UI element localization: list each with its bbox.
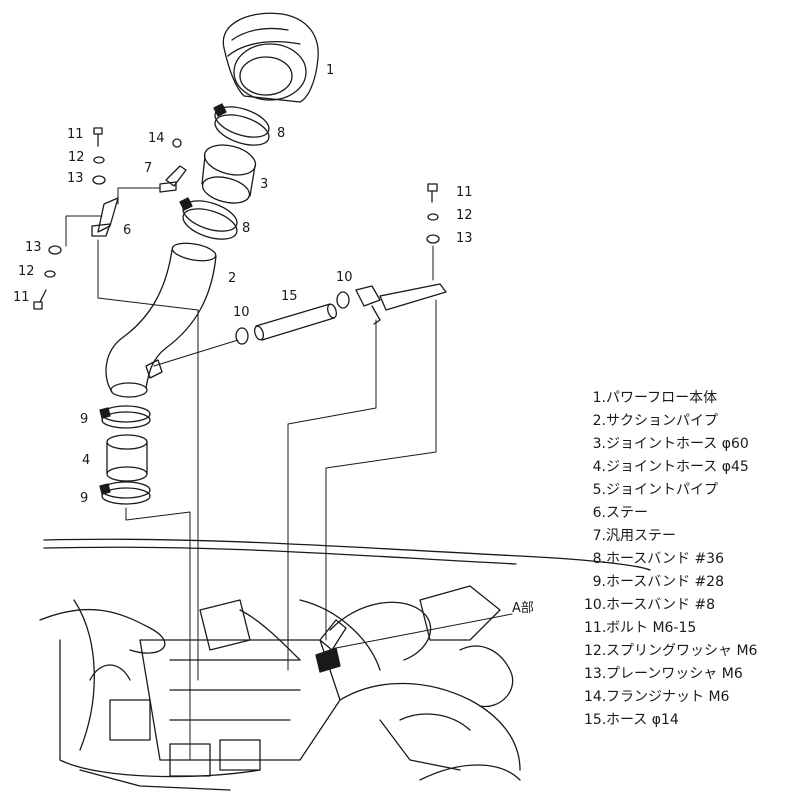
parts-list-number: 7. — [592, 528, 606, 544]
hose-band-28-upper — [99, 405, 151, 429]
parts-list-number: 1. — [592, 390, 606, 406]
callout-12-left: 12 — [18, 264, 35, 279]
callout-11-right: 11 — [456, 185, 473, 200]
generic-stay — [159, 138, 187, 193]
hose-band-36-upper — [213, 103, 270, 146]
parts-list-name: ステー — [606, 505, 648, 521]
parts-list-item: 7.汎用ステー — [584, 525, 798, 548]
spring-washer-left — [44, 270, 56, 278]
callout-1: 1 — [326, 63, 334, 78]
parts-list-number: 12. — [584, 643, 607, 659]
callout-13-left: 13 — [25, 240, 42, 255]
parts-list-name: ホースバンド #8 — [606, 597, 716, 613]
parts-list-number: 8. — [592, 551, 606, 567]
parts-list-number: 10. — [584, 597, 607, 613]
bolt-right — [427, 183, 438, 203]
callout-labels: 1 8 3 8 2 11 12 13 14 7 6 13 12 11 11 12… — [13, 63, 534, 616]
bolt-left-top — [93, 127, 103, 147]
parts-list-number: 9. — [592, 574, 606, 590]
callout-11-left: 11 — [13, 290, 30, 305]
callout-9-upper: 9 — [80, 412, 88, 427]
parts-list-name: 汎用ステー — [606, 528, 676, 544]
parts-list-name: ホース φ14 — [606, 712, 679, 728]
parts-list-name: サクションパイプ — [606, 413, 718, 429]
joint-hose-60 — [201, 144, 257, 204]
parts-list-item: 5.ジョイントパイプ — [584, 479, 798, 502]
parts-list-number: 5. — [592, 482, 606, 498]
callout-10-right: 10 — [336, 270, 353, 285]
engine-bay — [39, 538, 651, 791]
parts-list-item: 12.スプリングワッシャ M6 — [584, 640, 798, 663]
suction-pipe — [105, 242, 217, 398]
parts-list-number: 14. — [584, 689, 607, 705]
joint-hose-45 — [106, 434, 148, 482]
callout-7: 7 — [144, 161, 152, 176]
hose-band-8-left — [235, 327, 249, 345]
callout-2: 2 — [228, 271, 236, 286]
spring-washer-right — [427, 213, 439, 221]
parts-list-item: 11.ボルト M6-15 — [584, 617, 798, 640]
parts-list-item: 8.ホースバンド #36 — [584, 548, 798, 571]
parts-list-item: 2.サクションパイプ — [584, 410, 798, 433]
callout-8-lower: 8 — [242, 221, 250, 236]
parts-list-number: 6. — [592, 505, 606, 521]
callout-6: 6 — [123, 223, 131, 238]
parts-list-item: 10.ホースバンド #8 — [584, 594, 798, 617]
hose-band-36-lower — [179, 197, 238, 240]
joint-pipe-bracket — [355, 283, 447, 325]
parts-list-name: ジョイントホース φ45 — [606, 459, 749, 475]
parts-list-number: 13. — [584, 666, 607, 682]
callout-3: 3 — [260, 177, 268, 192]
hose-band-8-right — [336, 291, 350, 309]
parts-list-name: ホースバンド #28 — [606, 574, 724, 590]
hose-14 — [253, 303, 338, 341]
callout-4: 4 — [82, 453, 90, 468]
callout-9-lower: 9 — [80, 491, 88, 506]
parts-list-name: パワーフロー本体 — [606, 390, 718, 406]
callout-area-a: A部 — [512, 601, 534, 616]
parts-list-item: 9.ホースバンド #28 — [584, 571, 798, 594]
callout-8-upper: 8 — [277, 126, 285, 141]
parts-list-name: フランジナット M6 — [606, 689, 730, 705]
callout-13-left-top: 13 — [67, 171, 84, 186]
parts-list-name: ジョイントパイプ — [606, 482, 718, 498]
parts-list-item: 3.ジョイントホース φ60 — [584, 433, 798, 456]
parts-list-item: 1.パワーフロー本体 — [584, 387, 798, 410]
parts-list-number: 4. — [592, 459, 606, 475]
callout-14: 14 — [148, 131, 165, 146]
spring-washer-left-top — [93, 156, 105, 164]
parts-list-name: スプリングワッシャ M6 — [606, 643, 758, 659]
parts-list-item: 14.フランジナット M6 — [584, 686, 798, 709]
parts-list-number: 3. — [592, 436, 606, 452]
callout-13-right: 13 — [456, 231, 473, 246]
parts-list-number: 2. — [592, 413, 606, 429]
callout-12-right: 12 — [456, 208, 473, 223]
parts-list-item: 13.プレーンワッシャ M6 — [584, 663, 798, 686]
callout-10-left: 10 — [233, 305, 250, 320]
parts-list-number: 15. — [584, 712, 607, 728]
callout-12-left-top: 12 — [68, 150, 85, 165]
parts-list-name: ホースバンド #36 — [606, 551, 724, 567]
parts-list-name: ボルト M6-15 — [606, 620, 697, 636]
callout-15: 15 — [281, 289, 298, 304]
power-flow-body — [222, 12, 319, 103]
bolt-left — [33, 289, 47, 310]
parts-list-item: 6.ステー — [584, 502, 798, 525]
hose-band-28-lower — [99, 481, 151, 505]
callout-11-left-top: 11 — [67, 127, 84, 142]
parts-list-item: 15.ホース φ14 — [584, 709, 798, 732]
plain-washer-right — [426, 234, 440, 244]
stay — [91, 197, 119, 237]
parts-list-item: 4.ジョイントホース φ45 — [584, 456, 798, 479]
leader-lines — [65, 187, 513, 761]
parts-list-name: プレーンワッシャ M6 — [606, 666, 743, 682]
parts-list-name: ジョイントホース φ60 — [606, 436, 749, 452]
parts-list-number: 11. — [584, 620, 607, 636]
plain-washer-left — [48, 245, 62, 255]
plain-washer-left-top — [92, 175, 106, 185]
